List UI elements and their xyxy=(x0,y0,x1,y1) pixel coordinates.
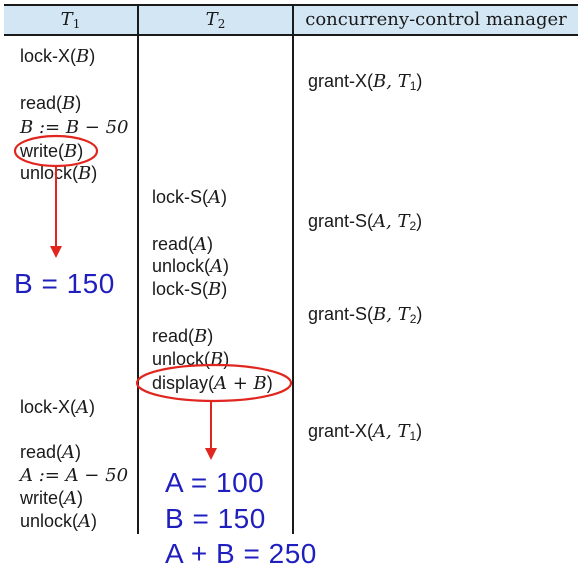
annotation-a-value: A = 100 xyxy=(165,467,265,498)
step-t1-read-a: read(A) xyxy=(20,442,82,463)
step-manager-grant-x-a: grant-X(A, T1) xyxy=(308,421,423,443)
step-t1-write-b: write(B) xyxy=(20,141,84,162)
header-band xyxy=(4,4,578,34)
step-t1-compute-a: A := A − 50 xyxy=(20,465,129,486)
column-divider-2 xyxy=(292,4,294,534)
step-t2-lock-s-a: lock-S(A) xyxy=(152,187,228,208)
step-t2-read-a: read(A) xyxy=(152,234,214,255)
step-t1-read-b: read(B) xyxy=(20,93,82,114)
annotation-sum-value: A + B = 250 xyxy=(165,538,317,569)
step-t2-lock-s-b: lock-S(B) xyxy=(152,279,228,300)
highlight-display xyxy=(135,363,293,403)
highlight-write-b xyxy=(13,134,99,168)
header-t2: T2 xyxy=(205,9,226,31)
header-bottom-rule xyxy=(4,34,578,36)
step-t2-read-b: read(B) xyxy=(152,326,214,347)
step-manager-grant-x-b: grant-X(B, T1) xyxy=(308,71,423,93)
step-manager-grant-s-a: grant-S(A, T2) xyxy=(308,211,423,233)
annotation-b-value: B = 150 xyxy=(14,268,115,299)
step-t1-unlock-a: unlock(A) xyxy=(20,511,98,532)
table-top-rule xyxy=(4,4,578,6)
step-t1-lock-x-a: lock-X(A) xyxy=(20,397,96,418)
step-t1-write-a: write(A) xyxy=(20,488,84,509)
header-t1: T1 xyxy=(60,9,81,31)
header-manager: concurreny-control manager xyxy=(305,9,567,30)
step-t2-display: display(A + B) xyxy=(152,373,273,394)
step-t1-lock-x-b: lock-X(B) xyxy=(20,46,96,67)
annotation-b-value-2: B = 150 xyxy=(165,503,266,534)
arrow-write-b-head xyxy=(50,246,62,258)
arrow-display-head xyxy=(205,448,217,460)
column-divider-1 xyxy=(137,4,139,534)
step-t1-compute-b: B := B − 50 xyxy=(20,117,129,138)
step-manager-grant-s-b: grant-S(B, T2) xyxy=(308,304,423,326)
step-t1-unlock-b: unlock(B) xyxy=(20,163,98,184)
step-t2-unlock-a: unlock(A) xyxy=(152,256,230,277)
